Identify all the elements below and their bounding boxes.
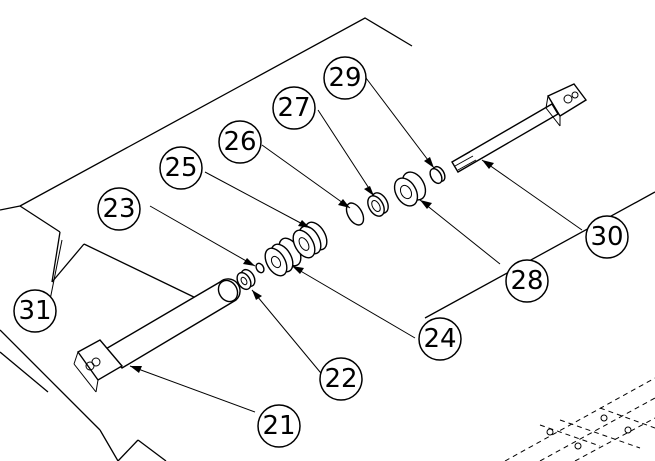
leader-lines — [49, 77, 583, 413]
small-washer-part — [255, 262, 265, 274]
callout-26-label: 26 — [223, 127, 256, 157]
callout-23-label: 23 — [102, 194, 135, 224]
o-ring-part — [345, 202, 365, 226]
nut-part — [236, 268, 256, 291]
callout-31-label: 31 — [18, 296, 51, 326]
cylinder-barrel-part — [73, 278, 241, 393]
piston-rod-part — [451, 83, 588, 173]
callout-24: 24 — [418, 317, 462, 361]
rod-washer-part — [429, 165, 446, 185]
callout-31: 31 — [13, 289, 57, 333]
dashed-frame-detail — [504, 377, 655, 461]
callout-27: 27 — [272, 86, 316, 130]
seal-ring-part — [367, 192, 389, 217]
gland-part — [292, 221, 328, 259]
callout-27-label: 27 — [277, 93, 310, 123]
callout-21-label: 21 — [262, 411, 295, 441]
callout-23: 23 — [97, 187, 141, 231]
callout-24-label: 24 — [423, 324, 456, 354]
callout-30-label: 30 — [590, 222, 623, 252]
piston-part — [264, 237, 302, 277]
callout-30: 30 — [585, 215, 629, 259]
callout-28-label: 28 — [510, 266, 543, 296]
callout-29-label: 29 — [328, 63, 361, 93]
callout-21: 21 — [257, 404, 301, 448]
callout-22: 22 — [319, 357, 363, 401]
callout-28: 28 — [505, 259, 549, 303]
callout-25-label: 25 — [164, 153, 197, 183]
callout-29: 29 — [323, 56, 367, 100]
callout-22-label: 22 — [324, 364, 357, 394]
callout-25: 25 — [159, 146, 203, 190]
bushing-part — [393, 171, 427, 207]
base-plate-outline — [0, 17, 655, 461]
callout-26: 26 — [218, 120, 262, 164]
